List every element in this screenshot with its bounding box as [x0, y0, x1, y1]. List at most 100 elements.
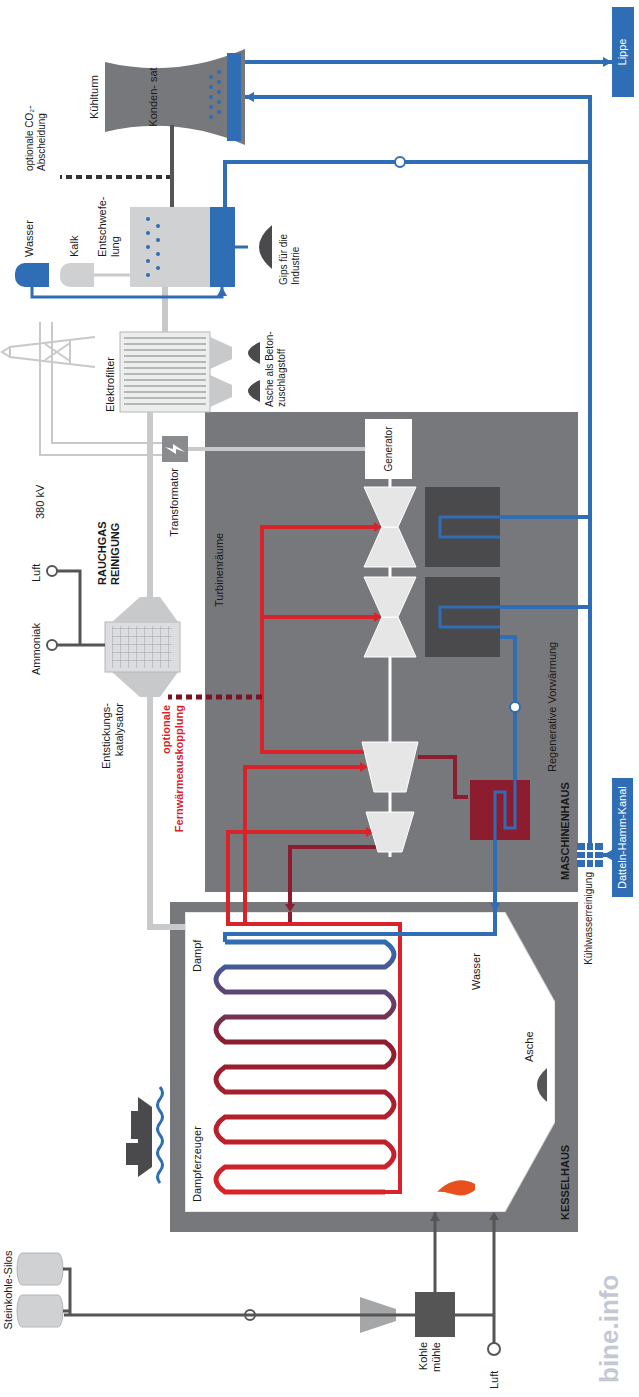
power-line [2, 322, 95, 382]
connector-line [170, 147, 174, 207]
unit-label: Kühlwasserreinigung [582, 872, 595, 965]
cooling-tower-shape [209, 105, 213, 109]
turbine-set [364, 487, 416, 527]
building-ground [170, 902, 578, 1232]
air-supply [455, 1219, 494, 1343]
power-line [2, 322, 162, 455]
water-tank: Wasser [15, 263, 49, 287]
unit-label: Wasser [470, 953, 483, 990]
unit-label: Dampferzeuger [191, 1126, 204, 1202]
boiler-shape [437, 1180, 475, 1195]
steam-lines [418, 757, 468, 797]
condensers [510, 702, 520, 712]
ship-icon [126, 1087, 163, 1183]
desulphurisation-unit [395, 157, 405, 167]
denox-catalyst [112, 626, 172, 668]
coal-silos [63, 1269, 70, 1315]
connector [245, 57, 612, 67]
denox-catalyst [112, 672, 178, 697]
desulphurisation-unit [130, 207, 235, 287]
filter-unit: Elektrofilter [120, 332, 210, 412]
connector-line [147, 412, 153, 597]
transformer-box: Transformator [162, 436, 188, 462]
coal-silos [17, 1253, 396, 1333]
steam-lines [262, 527, 376, 752]
electrostatic-filter [120, 332, 260, 412]
unit-label: Generator [382, 425, 395, 473]
lightning-symbol [165, 444, 185, 454]
boiler-shape [537, 1068, 547, 1102]
unit-label: Wasser [23, 220, 36, 257]
connector [430, 1212, 440, 1292]
cooling-tower-shape [105, 49, 245, 145]
desulphurisation-unit [225, 162, 590, 207]
arrowhead [430, 1212, 440, 1221]
boiler-shape [225, 912, 495, 942]
building-label: KESSELHAUS [559, 1145, 572, 1220]
connector-line [188, 447, 365, 451]
connector-line [245, 97, 590, 843]
connector-line [493, 840, 497, 912]
unit-label: Elektrofilter [104, 357, 117, 412]
steam-generator: DampferzeugerDampfWasserAsche [185, 912, 555, 1212]
desulphurisation-unit [60, 157, 590, 287]
unit-label: Asche [523, 1031, 536, 1062]
cooling-tower-shape [209, 95, 213, 99]
cooling-tower-shape [217, 80, 221, 84]
connector-line [64, 1314, 415, 1317]
connector-line [162, 287, 168, 332]
cooling-tower-shape [227, 53, 241, 141]
connector [603, 850, 612, 860]
unit-label: Kohle mühle [417, 1342, 443, 1387]
unit-label: Kühlturm [88, 47, 101, 147]
denox-catalyst [105, 622, 180, 672]
coal-silos [17, 1253, 63, 1285]
unit-label: Konden- sat [147, 67, 160, 127]
desulphurisation-unit [146, 245, 150, 249]
boiler-shape [185, 912, 555, 1212]
denox-catalyst [47, 640, 57, 650]
arrowhead [245, 92, 254, 102]
cooling-tower-shape [217, 110, 221, 114]
denox-catalyst [47, 566, 57, 576]
arrowhead [603, 57, 612, 67]
cooling-tower-shape [209, 115, 213, 119]
turbine-set [362, 479, 418, 857]
steam-lines [228, 832, 366, 912]
ship-icon [131, 1111, 138, 1139]
arrowhead [603, 850, 612, 860]
cooling-tower: KühlturmKonden- sat [105, 47, 245, 147]
canal-box: Datteln-Hamm-Kanal [612, 778, 633, 897]
air-supply [489, 1212, 499, 1220]
connector-line [32, 287, 222, 297]
lime-tank: Kalk [60, 263, 94, 287]
cooling-tower-shape [217, 100, 221, 104]
unit-label: Regenerative Vorwärmung [546, 642, 559, 772]
cooling-tower-shape [209, 85, 213, 89]
steam-lines [168, 695, 262, 700]
boiler-shape [288, 912, 292, 922]
arrowhead [490, 903, 500, 912]
condensers [425, 487, 590, 780]
desulphurisation-unit [259, 225, 272, 269]
desulphurisation-unit [156, 252, 160, 256]
district-heat-note: optionale Fernwärmeauskopplung [160, 705, 186, 855]
catalyst-unit: Entstickungs- katalysator [100, 597, 180, 697]
option-note: optionale CO₂-Abscheidung [24, 71, 48, 171]
desulphurisation-unit [156, 224, 160, 228]
input-label: Ammoniak [30, 623, 43, 675]
coal-silo-group: Steinkohle-Silos [2, 1235, 64, 1345]
cooling-tower-shape [217, 90, 221, 94]
desulphurisation-unit [146, 217, 160, 277]
steam-lines [168, 527, 468, 912]
connector-line [150, 697, 185, 927]
water-cleaning-symbol: Kühlwasserreinigung [577, 843, 603, 867]
connector [150, 412, 151, 597]
connector [188, 449, 365, 450]
electrostatic-filter [124, 335, 206, 409]
steam-lines [245, 767, 360, 912]
ship-icon [158, 1087, 163, 1183]
input-label: Luft [488, 1371, 501, 1389]
unit-label: Entstickungs- katalysator [100, 703, 126, 785]
steam-arrowheads [285, 904, 295, 912]
